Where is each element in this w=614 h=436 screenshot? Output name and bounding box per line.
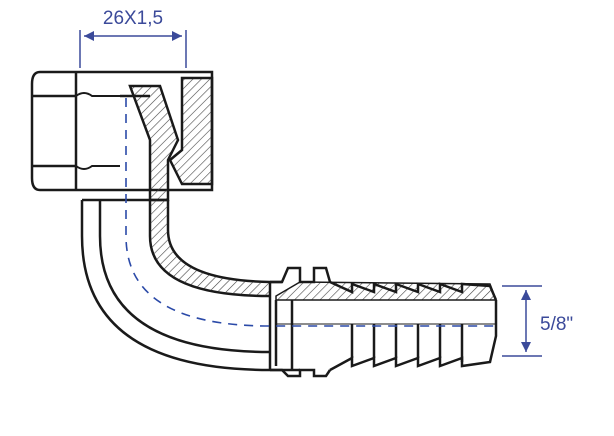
hose-size-label: 5/8": [540, 314, 573, 335]
center-line: [125, 98, 500, 327]
thread-dimension: 26X1,5: [79, 8, 187, 68]
hose-tail: [268, 266, 498, 378]
hose-dimension: 5/8": [502, 285, 573, 357]
thread-size-label: 26X1,5: [103, 8, 163, 29]
hex-nut: [30, 70, 214, 192]
nipple-cone: [120, 84, 180, 202]
elbow-wall-section: [149, 199, 271, 297]
